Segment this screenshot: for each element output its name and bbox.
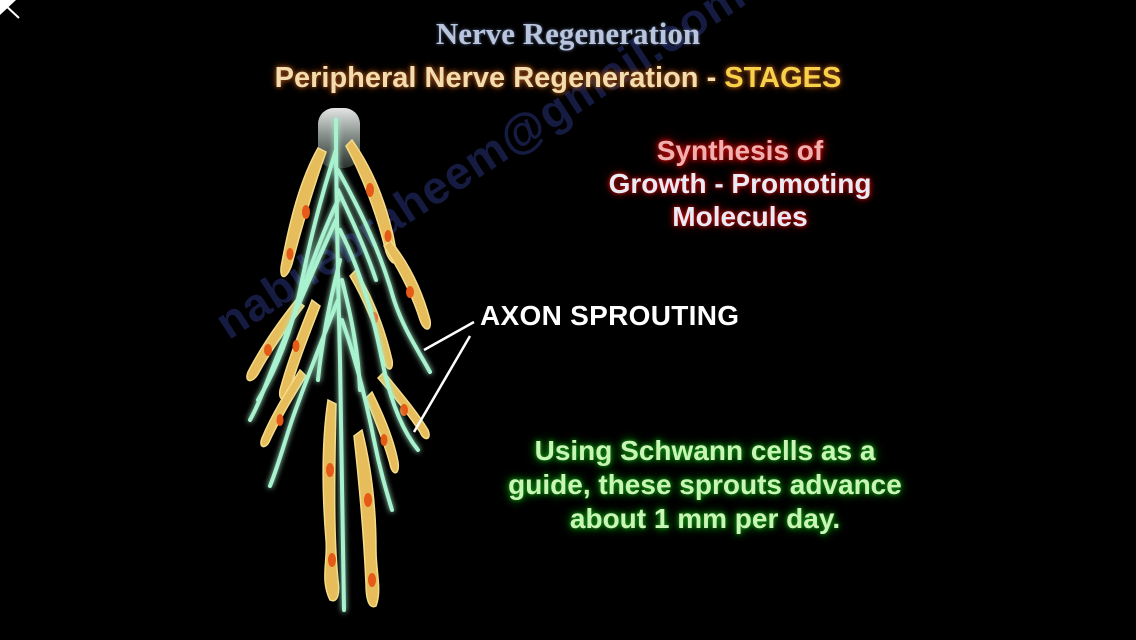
note-line-2: guide, these sprouts advance xyxy=(508,469,902,500)
synthesis-line-2: Growth - Promoting xyxy=(608,168,872,199)
synthesis-line-1: Synthesis of xyxy=(656,135,824,166)
axon-pointer-lines xyxy=(412,320,475,433)
note-line-1: Using Schwann cells as a xyxy=(534,435,876,466)
note-line-3: about 1 mm per day. xyxy=(569,503,841,534)
synthesis-line-3: Molecules xyxy=(672,201,808,232)
synthesis-caption: Synthesis of Growth - Promoting Molecule… xyxy=(560,134,920,233)
subtitle-main: Peripheral Nerve Regeneration - xyxy=(274,62,725,94)
page-title: Nerve Regeneration xyxy=(435,16,701,51)
axon-sprouting-label: AXON SPROUTING xyxy=(480,300,740,331)
subtitle-highlight: STAGES xyxy=(724,62,842,94)
page-subtitle: Peripheral Nerve Regeneration - STAGES xyxy=(0,62,1116,95)
schwann-guide-note: Using Schwann cells as a guide, these sp… xyxy=(470,434,940,536)
axon-strands xyxy=(248,118,432,612)
corner-arrow-icon xyxy=(0,0,20,19)
